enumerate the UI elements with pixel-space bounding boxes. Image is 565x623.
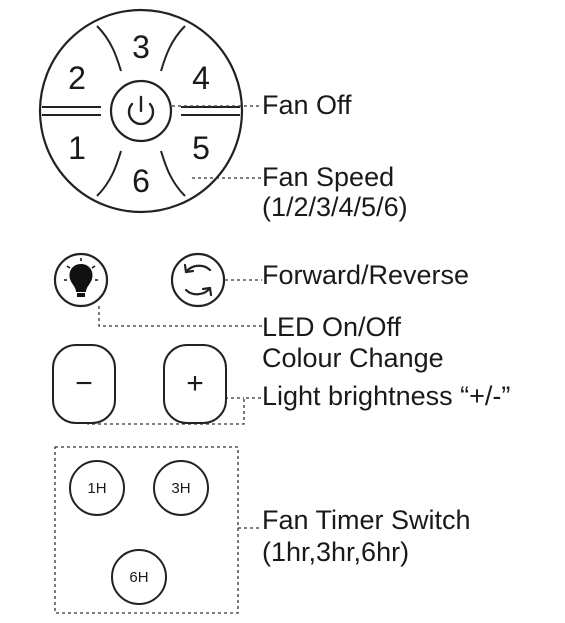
fan-off-label: Fan Off <box>262 90 352 120</box>
bulb-icon <box>64 258 98 297</box>
led-on-off-label: LED On/Off <box>262 312 402 342</box>
brightness-plus-button[interactable]: + <box>163 344 227 424</box>
timer-1h-button[interactable]: 1H <box>69 460 125 516</box>
speed-button-5[interactable]: 5 <box>192 130 210 166</box>
timer-3h-button[interactable]: 3H <box>153 460 209 516</box>
speed-button-1[interactable]: 1 <box>68 130 86 166</box>
reverse-arrows-icon <box>183 263 213 297</box>
power-button[interactable] <box>111 81 171 141</box>
fan-timer-values-label: (1hr,3hr,6hr) <box>262 537 410 567</box>
forward-reverse-label: Forward/Reverse <box>262 260 470 290</box>
power-icon <box>127 95 155 126</box>
speed-dial-outline <box>38 8 244 214</box>
brightness-minus-button[interactable]: − <box>52 344 116 424</box>
light-brightness-label: Light brightness “+/-” <box>262 381 511 411</box>
led-button[interactable] <box>55 254 107 306</box>
speed-button-6[interactable]: 6 <box>132 163 150 199</box>
reverse-button[interactable] <box>172 254 224 306</box>
fan-speed-label: Fan Speed <box>262 162 395 192</box>
timer-6h-button[interactable]: 6H <box>111 549 167 605</box>
fan-speed-values-label: (1/2/3/4/5/6) <box>262 192 408 222</box>
colour-change-label: Colour Change <box>262 343 444 373</box>
speed-button-3[interactable]: 3 <box>132 29 150 65</box>
speed-button-2[interactable]: 2 <box>68 60 86 96</box>
speed-button-4[interactable]: 4 <box>192 60 210 96</box>
fan-timer-label: Fan Timer Switch <box>262 505 471 535</box>
speed-dial-dividers <box>41 25 241 197</box>
